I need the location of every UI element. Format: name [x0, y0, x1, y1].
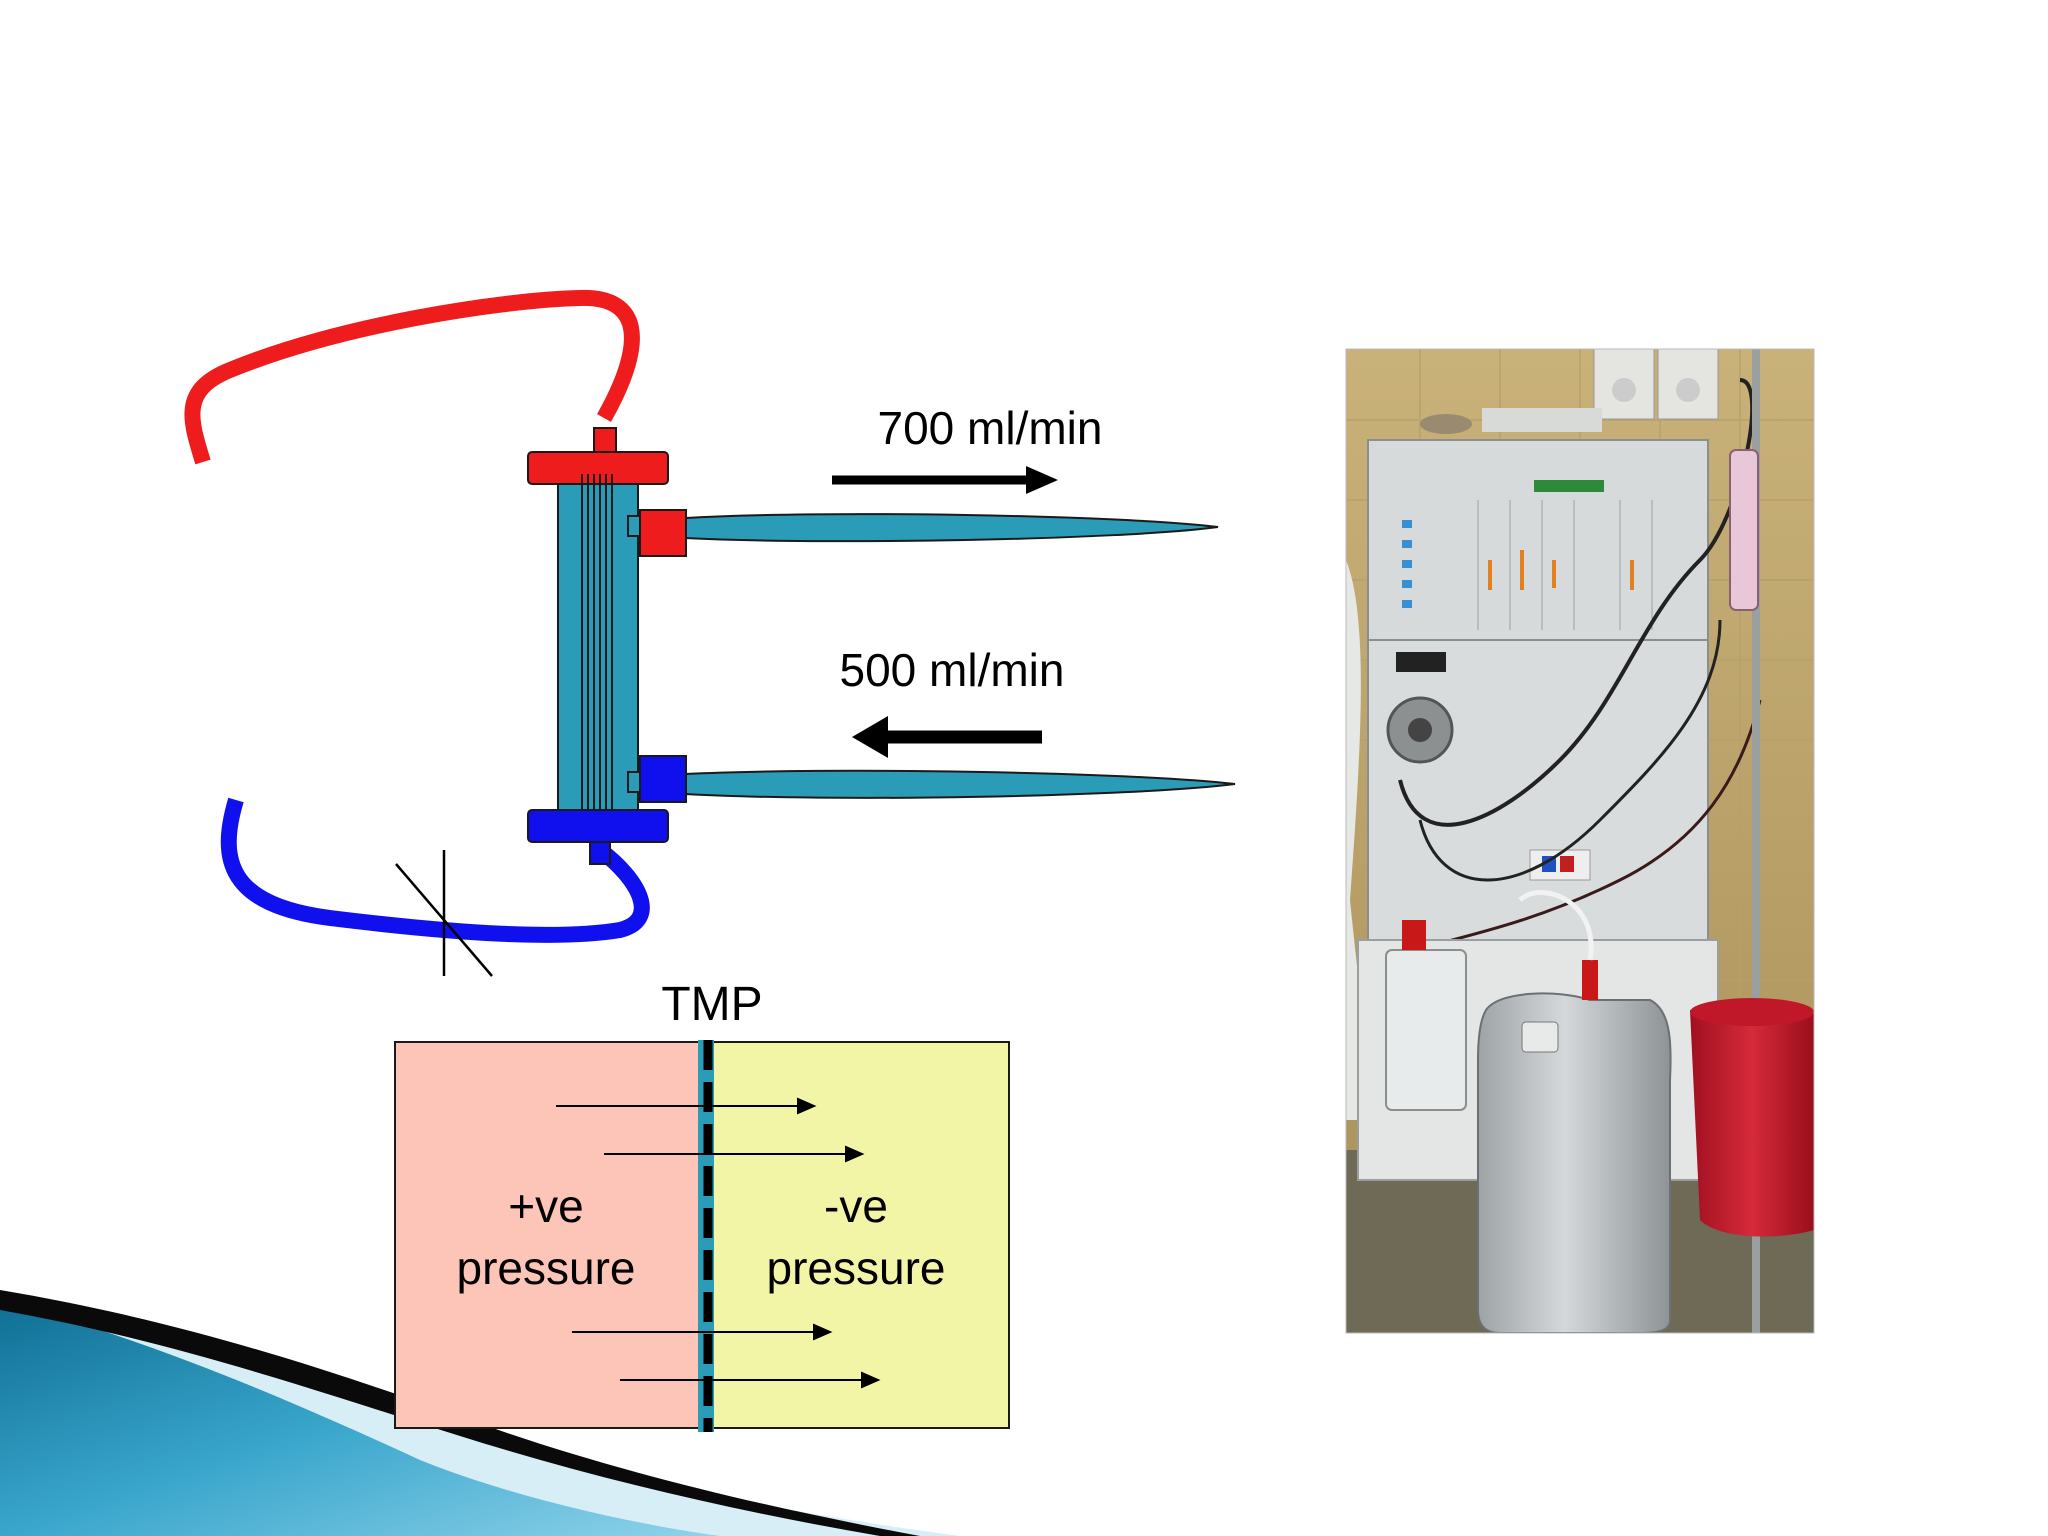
blood-flow-rate-label: 700 ml/min — [878, 402, 1103, 454]
blood-flow-arrow — [832, 466, 1058, 494]
negative-pressure-zone — [710, 1041, 1010, 1429]
tmp-label: TMP — [661, 978, 762, 1031]
dialysis-machine-photo — [1345, 348, 1815, 1334]
dialysate-outlet-tube — [684, 513, 1219, 543]
slide-swoosh-decoration — [0, 1290, 960, 1536]
tmp-membrane-diagram: TMP +ve pressure -ve pressure — [394, 978, 1010, 1432]
venous-blood-line — [220, 797, 650, 943]
dialysate-flow-rate-label: 500 ml/min — [840, 644, 1065, 696]
membrane — [698, 1040, 714, 1432]
dialysate-flow-arrow — [852, 716, 1042, 758]
dialyser — [527, 427, 687, 865]
negative-pressure-label-line2: pressure — [767, 1242, 946, 1294]
negative-pressure-label-line1: -ve — [824, 1180, 888, 1232]
dialysis-circuit-diagram: 700 ml/min 500 ml/min — [184, 289, 1236, 977]
line-clamp-icon — [395, 850, 493, 977]
dialysate-inlet-tube — [684, 769, 1236, 799]
positive-pressure-label-line2: pressure — [457, 1242, 636, 1294]
arterial-blood-line — [184, 289, 640, 465]
positive-pressure-label-line1: +ve — [508, 1180, 583, 1232]
positive-pressure-zone — [394, 1041, 712, 1429]
filtration-arrows — [556, 1097, 881, 1389]
